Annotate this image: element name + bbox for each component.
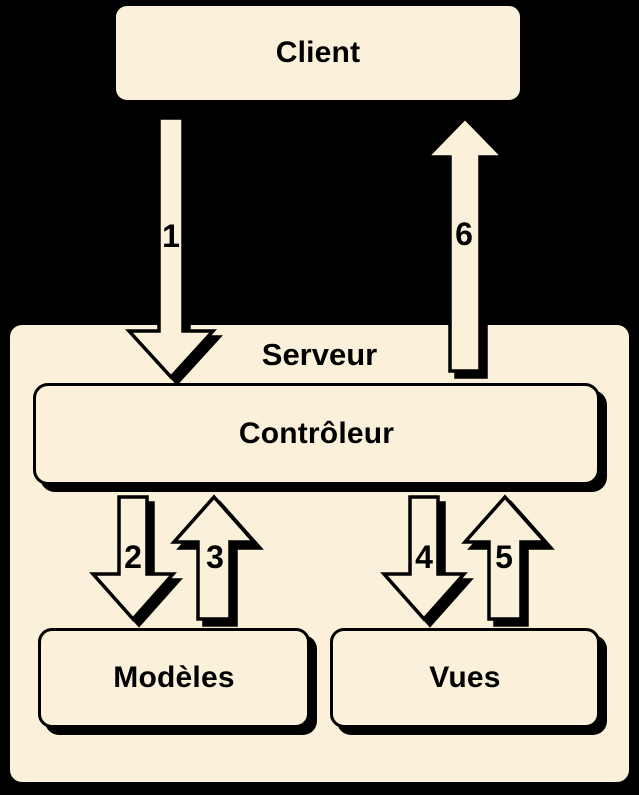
views-box: Vues — [330, 628, 600, 728]
models-box: Modèles — [38, 628, 310, 728]
arrow-3-up-icon — [170, 494, 258, 621]
arrow-2-down-icon — [89, 495, 177, 622]
arrow-2-label: 2 — [124, 539, 142, 575]
client-box: Client — [113, 3, 523, 103]
arrow-6-label: 6 — [455, 216, 473, 252]
arrow-5-label: 5 — [495, 539, 513, 575]
arrow-4-label: 4 — [415, 539, 433, 575]
controller-box: Contrôleur — [33, 383, 600, 485]
arrow-4-down-icon — [380, 495, 468, 622]
arrow-3-label: 3 — [206, 539, 224, 575]
controller-label: Contrôleur — [238, 417, 395, 450]
arrow-1-label: 1 — [162, 218, 180, 254]
arrow-1-down-icon — [125, 116, 217, 380]
arrow-5-up-icon — [461, 494, 549, 621]
server-label: Serveur — [261, 337, 378, 372]
client-label: Client — [275, 36, 361, 69]
models-label: Modèles — [113, 661, 235, 694]
arrow-6-up-icon — [422, 115, 508, 373]
views-label: Vues — [429, 661, 501, 694]
